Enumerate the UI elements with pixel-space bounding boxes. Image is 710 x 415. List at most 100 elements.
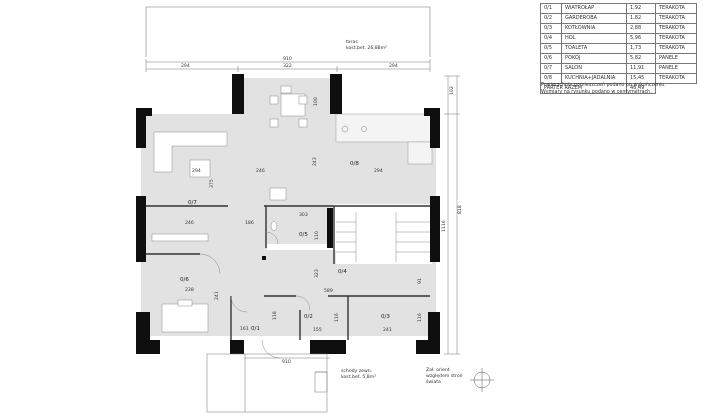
dim-top-right: 294: [389, 63, 398, 69]
room-cell-floor: TERAKOTA: [655, 43, 697, 54]
room-cell-name: KOTŁOWNIA: [561, 23, 627, 34]
room-cell-floor: TERAKOTA: [655, 3, 697, 14]
walls: [136, 74, 440, 354]
dim-top-inner: 322: [283, 63, 292, 69]
dim-91: 91: [417, 278, 423, 284]
stairs-label-2: kost.bet. 5,8m²: [341, 374, 376, 380]
dim-241-b: 241: [383, 327, 392, 333]
dim-118-a: 118: [272, 311, 278, 320]
dim-116-b: 116: [417, 313, 423, 322]
room-cell-floor: TERAKOTA: [655, 23, 697, 34]
dim-top-left: 294: [181, 63, 190, 69]
dim-375: 375: [209, 179, 215, 188]
sofa: [153, 131, 228, 178]
room-cell-name: POKÓJ: [561, 53, 627, 64]
dim-right-top: 102: [449, 86, 455, 95]
room-cell-id: 0/2: [540, 13, 562, 24]
stair-area: [336, 210, 432, 264]
room-label-pokoj: 0/6: [180, 277, 189, 283]
room-cell-area: 5,96: [626, 33, 656, 44]
room-cell-id: 0/4: [540, 33, 562, 44]
right-dimensions: [444, 75, 460, 355]
orientation-label-3: świata: [426, 378, 441, 385]
room-total-area: 48,49: [626, 83, 656, 94]
top-dimensions: [145, 59, 431, 72]
dim-right-mid: 818: [457, 205, 463, 214]
kitchen-counter-corner: [407, 141, 433, 165]
room-cell-id: 0/3: [540, 23, 562, 34]
dim-bottom: 910: [282, 359, 291, 365]
terrace-label-1: taras: [346, 39, 358, 45]
room-cell-area: 1,82: [626, 13, 656, 24]
room-label-kotlownia: 0/3: [381, 314, 390, 320]
terrace-label-2: kost.bet. 26,88m²: [346, 45, 387, 51]
dim-246-tv: 246: [185, 220, 194, 226]
room-cell-area: 1,92: [626, 3, 656, 14]
dim-246: 246: [256, 168, 265, 174]
room-cell-floor: TERAKOTA: [655, 73, 697, 84]
room-cell-floor: TERAKOTA: [655, 33, 697, 44]
room-cell-area: 2,88: [626, 23, 656, 34]
room-label-hol: 0/4: [338, 269, 347, 275]
tv-cabinet: [151, 233, 209, 242]
entrance-stairs: [206, 353, 328, 413]
dim-100: 100: [313, 97, 319, 106]
room-cell-floor: TERAKOTA: [655, 13, 697, 24]
note-line-2: Wymiary na rysunku podano w centymetrach…: [541, 90, 652, 95]
room-cell-area: 11,91: [626, 63, 656, 74]
dining-table: [269, 85, 308, 128]
dim-161: 161: [240, 326, 249, 332]
north-arrow-icon: [470, 368, 494, 392]
dim-right-main: 1116: [441, 220, 447, 232]
dim-303: 303: [299, 212, 308, 218]
hob-icon: [361, 126, 367, 132]
note-line-1: Powierzchnie pomieszczeń podano po wykoń…: [541, 83, 666, 88]
dim-238: 238: [185, 287, 194, 293]
kitchen-counter: [335, 113, 433, 143]
orientation-label-2: względem stron: [426, 373, 463, 379]
room-cell-name: WIATROŁAP: [561, 3, 627, 14]
dim-294: 294: [374, 168, 383, 174]
room-cell-name: GARDEROBA: [561, 13, 627, 24]
dim-110: 110: [314, 231, 320, 240]
room-cell-name: SALON: [561, 63, 627, 74]
room-label-salon: 0/7: [188, 200, 197, 206]
dim-116: 116: [334, 313, 340, 322]
notes: Powierzchnie pomieszczeń podano po wykoń…: [541, 82, 666, 96]
dim-323: 323: [314, 269, 320, 278]
dim-186: 186: [245, 220, 254, 226]
room-cell-floor: PANELE: [655, 53, 697, 64]
bed: [161, 303, 209, 333]
room-label-garderoba: 0/2: [304, 314, 313, 320]
dim-155: 155: [313, 327, 322, 333]
dim-top-total: 910: [283, 56, 292, 62]
room-cell-id: 0/1: [540, 3, 562, 14]
stairs-label-1: schody zewn.: [341, 368, 372, 374]
room-label-kitchen: 0/8: [350, 161, 359, 167]
stairs: [336, 212, 432, 262]
room-label-wiatrolap: 0/1: [251, 326, 260, 332]
orientation-label-1: Zał. orient: [426, 367, 450, 373]
pillow: [177, 299, 193, 307]
dim-243: 243: [312, 157, 318, 166]
room-cell-id: 0/7: [540, 63, 562, 74]
dim-241: 241: [214, 291, 220, 300]
room-cell-area: 1,73: [626, 43, 656, 54]
dim-294-left: 294: [192, 168, 201, 174]
room-cell-name: TOALETA: [561, 43, 627, 54]
room-label-toaleta: 0/5: [299, 232, 308, 238]
toilet-icon: [270, 221, 278, 231]
room-cell-id: 0/5: [540, 43, 562, 54]
terrace: [145, 6, 431, 57]
inner-walls: [146, 205, 430, 340]
